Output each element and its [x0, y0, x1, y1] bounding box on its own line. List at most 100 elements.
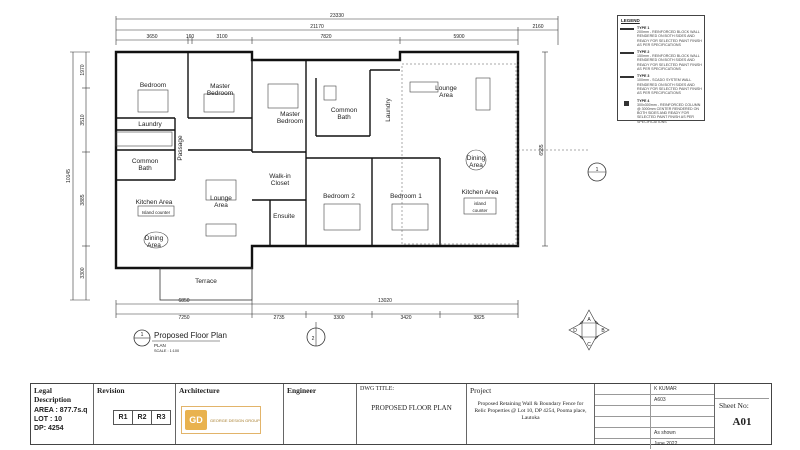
room-ensuite: Ensuite	[273, 213, 295, 220]
revision-boxes: R1 R2 R3	[113, 410, 171, 425]
dim-bottom-5: 3300	[333, 315, 344, 321]
sheet-number-cell: Sheet No: A01	[715, 384, 769, 444]
dwg-title-cell: DWG TITLE: PROPOSED FLOOR PLAN	[357, 384, 467, 444]
room-terrace: Terrace	[195, 278, 217, 285]
plan-caption-scale: SCALE : 1:100	[154, 349, 179, 353]
date-key	[595, 439, 651, 449]
legend-swatch-4	[624, 100, 629, 106]
legend-type3: TYPE 3	[637, 74, 650, 79]
room-island-counter-left: Island counter	[142, 210, 171, 215]
legal-description-cell: Legal Description AREA : 877.7s.q LOT : …	[31, 384, 94, 444]
terrace-outline	[159, 267, 253, 301]
dim-upper-left: 21170	[310, 24, 324, 30]
legal-description-heading: Legal Description	[34, 386, 72, 404]
project-description: Proposed Retaining Wall & Boundary Fence…	[474, 401, 587, 421]
bed-1	[391, 203, 429, 231]
dim-left-2: 3510	[80, 114, 86, 125]
top-dimension-lines	[70, 16, 559, 318]
room-bedroom-1: Bedroom 1	[390, 193, 422, 200]
checked-row: A603	[595, 395, 714, 406]
sofa-left	[205, 179, 237, 201]
drawn-value: K KUMAR	[654, 386, 677, 392]
plan-caption-number: 1	[141, 332, 144, 338]
section-marker-1: 1	[587, 162, 607, 182]
sheet-no: A01	[732, 416, 752, 428]
dashed-lines	[401, 60, 590, 246]
compass-symbol: A B C D	[568, 309, 610, 351]
revision-cell: Revision R1 R2 R3	[94, 384, 176, 444]
architecture-heading: Architecture	[179, 386, 220, 395]
legend-swatch-1	[620, 28, 634, 31]
plan-caption-sub: PLAN	[154, 343, 166, 348]
architect-logo-mark: GD	[185, 410, 207, 430]
floor-plan-drawing: 23330 21170 2160 3650 160 3100 7820 5900…	[66, 13, 610, 353]
furniture	[115, 77, 497, 249]
legend-desc1: 200mm - REINFORCED BLOCK WALL RENDERED O…	[637, 30, 702, 47]
dining-table-left	[143, 231, 169, 249]
dim-top-3: 3100	[216, 34, 227, 40]
dimension-labels: 23330 21170 2160 3650 160 3100 7820 5900…	[146, 13, 543, 321]
section-marker-2-label: 2	[312, 336, 315, 342]
legal-lot: LOT : 10	[34, 416, 63, 423]
room-kitchen-area-right: Kitchen Area	[462, 189, 499, 196]
engineer-heading: Engineer	[287, 386, 317, 395]
sofa-left-2	[205, 223, 237, 237]
dining-table-right	[465, 149, 487, 171]
section-marker-1-label: 1	[596, 167, 599, 173]
legend-desc3: 100mm - SCADO SYSTEM WALL RENDERED ON BO…	[637, 78, 702, 96]
bed-left	[137, 89, 169, 113]
legend-type2: TYPE 2	[637, 50, 650, 55]
dim-bottom-7: 3825	[473, 315, 484, 321]
sofa-right-2	[475, 77, 491, 111]
checked-key	[595, 395, 651, 405]
dim-top-1: 3650	[146, 34, 157, 40]
sheet-no-label: Sheet No:	[719, 401, 749, 410]
dwg-title-label: DWG TITLE:	[360, 386, 395, 392]
bed-2	[323, 203, 361, 231]
engineer-cell: Engineer	[284, 384, 357, 444]
plan-caption: 1 Proposed Floor Plan PLAN SCALE : 1:100	[133, 329, 227, 353]
blank-row-1	[595, 406, 714, 417]
compass-b: B	[601, 328, 605, 334]
legend-swatch-3	[620, 76, 634, 78]
drawing-info-cell: K KUMAR A603 As shown June 2022	[595, 384, 715, 449]
island-counter-left	[137, 205, 175, 217]
revision-heading: Revision	[97, 386, 125, 395]
blank-row-2	[595, 417, 714, 428]
scale-key	[595, 428, 651, 438]
date-row: June 2022	[595, 439, 714, 449]
project-heading: Project	[470, 386, 492, 395]
drawn-key	[595, 384, 651, 394]
dim-left-4: 3300	[80, 267, 86, 278]
checked-value: A603	[654, 397, 666, 403]
room-laundry-right: Laundry	[385, 98, 392, 122]
laundry-counter	[115, 131, 173, 147]
revision-r3: R3	[151, 410, 171, 425]
compass-d: D	[573, 328, 577, 334]
sofa-right	[409, 81, 439, 93]
scale-row: As shown	[595, 428, 714, 439]
dim-left-1: 1970	[80, 64, 86, 75]
legend-type1: TYPE 1	[637, 26, 650, 30]
dim-top-4: 7820	[320, 34, 331, 40]
dim-left-overall: 10145	[66, 169, 72, 183]
bed-master-left	[203, 93, 235, 113]
legend-desc4: 300x300mm - REINFORCED COLUMN @ 3000mm C…	[637, 102, 701, 124]
legend-swatch-2	[620, 52, 634, 54]
revision-r1: R1	[113, 410, 133, 425]
architecture-cell: Architecture GD GEORGE DESIGN GROUP	[176, 384, 284, 444]
dim-top-5: 5900	[453, 34, 464, 40]
room-passage: Passage	[177, 135, 184, 161]
room-bedroom-2: Bedroom 2	[323, 193, 355, 200]
legend-title: LEGEND	[621, 18, 640, 23]
dim-bottom-1: 6850	[178, 298, 189, 304]
dim-left-3: 3885	[80, 194, 86, 205]
